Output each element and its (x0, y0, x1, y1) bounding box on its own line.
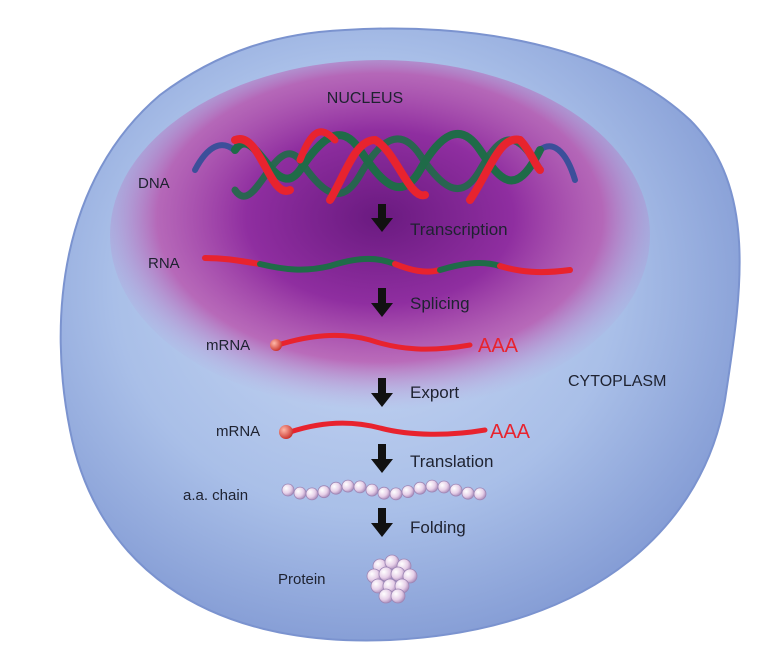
dna-helix (192, 128, 578, 204)
cytoplasm-label: CYTOPLASM (568, 373, 666, 390)
down-arrow-icon (371, 378, 393, 407)
amino-acid-bead (401, 485, 415, 499)
amino-acid-bead (437, 480, 451, 494)
amino-acid-bead (281, 483, 295, 497)
down-arrow-icon (371, 204, 393, 232)
step-splicing: Splicing (371, 288, 470, 317)
splicing-label: Splicing (410, 294, 470, 313)
folded-protein (366, 554, 418, 604)
mrna-cap-cytoplasm (279, 425, 293, 439)
protein-bead (402, 568, 418, 584)
step-translation: Translation (371, 444, 493, 473)
aa-chain (281, 479, 487, 501)
amino-acid-bead (425, 479, 439, 493)
amino-acid-bead (317, 485, 331, 499)
rna-label: RNA (148, 255, 180, 272)
mrna-cytoplasm: AAA (279, 420, 531, 443)
amino-acid-bead (389, 487, 403, 501)
step-transcription: Transcription (371, 204, 508, 239)
amino-acid-bead (305, 487, 319, 501)
amino-acid-bead (449, 483, 463, 497)
mrna-nuclear-label: mRNA (206, 337, 250, 354)
folding-label: Folding (410, 518, 466, 537)
nucleus-label: NUCLEUS (327, 90, 403, 107)
protein-label: Protein (278, 571, 326, 588)
mrna-nuclear: AAA (270, 332, 519, 357)
mrna-cap-nuclear (270, 339, 282, 351)
amino-acid-bead (365, 483, 379, 497)
amino-acid-bead (377, 486, 391, 500)
step-export: Export (371, 378, 459, 407)
amino-acid-bead (293, 486, 307, 500)
poly-a-tail-nuclear: AAA (478, 335, 519, 357)
down-arrow-icon (371, 288, 393, 317)
mrna-cytoplasm-label: mRNA (216, 423, 260, 440)
translation-label: Translation (410, 452, 493, 471)
amino-acid-bead (473, 487, 487, 501)
down-arrow-icon (371, 444, 393, 473)
amino-acid-bead (353, 480, 367, 494)
export-label: Export (410, 383, 459, 402)
dna-label: DNA (138, 175, 170, 192)
step-folding: Folding (371, 508, 466, 537)
nucleus (110, 60, 650, 410)
down-arrow-icon (371, 508, 393, 537)
rna-strand (202, 255, 573, 276)
transcription-label: Transcription (410, 220, 508, 239)
amino-acid-bead (413, 481, 427, 495)
poly-a-tail-cytoplasm: AAA (490, 421, 531, 443)
amino-acid-bead (461, 486, 475, 500)
amino-acid-bead (341, 479, 355, 493)
amino-acid-bead (329, 481, 343, 495)
protein-bead (390, 588, 406, 604)
aa-chain-label: a.a. chain (183, 487, 248, 504)
